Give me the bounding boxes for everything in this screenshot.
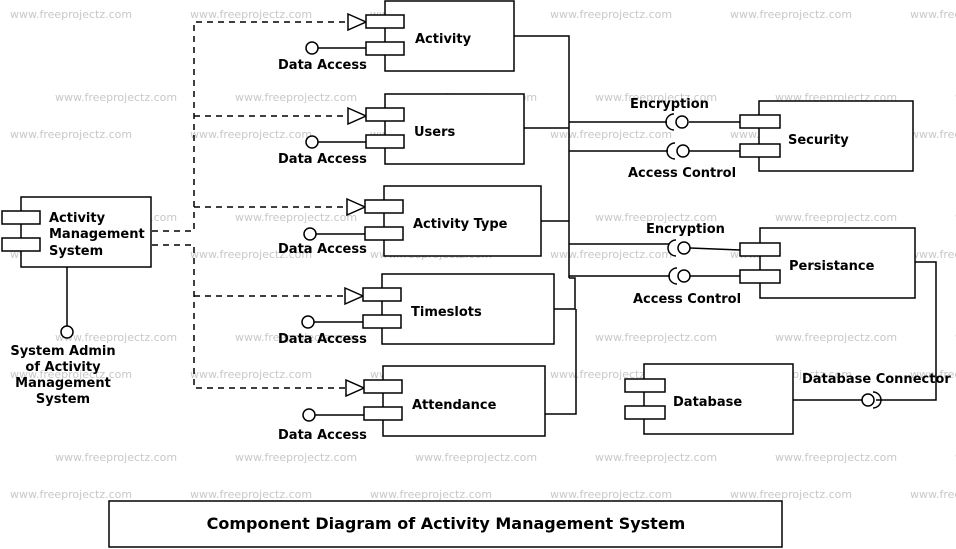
actor-label-3: Management — [15, 376, 111, 391]
watermark-text: www.freeprojectz.com — [730, 8, 852, 21]
watermark-text: www.freeprojectz.com — [730, 488, 852, 501]
watermark-text: www.freeprojectz.com — [235, 91, 357, 104]
watermark-text: www.freeprojectz.com — [910, 128, 956, 141]
database-label: Database — [673, 395, 742, 410]
activity-label: Activity — [415, 32, 472, 47]
interface-labels: Data Access Data Access Data Access Data… — [10, 58, 951, 443]
watermark-text: www.freeprojectz.com — [595, 211, 717, 224]
component-activity-management-system: Activity Management System — [1, 196, 152, 268]
watermark-text: www.freeprojectz.com — [190, 8, 312, 21]
component-timeslots: Timeslots — [362, 273, 555, 345]
watermark-text: www.freeprojectz.com — [550, 8, 672, 21]
watermark-text: www.freeprojectz.com — [775, 451, 897, 464]
component-attendance: Attendance — [363, 365, 546, 437]
watermark-text: www.freeprojectz.com — [415, 451, 537, 464]
attendance-label: Attendance — [412, 398, 497, 413]
watermark-text: www.freeprojectz.com — [190, 368, 312, 381]
access-control-label-security: Access Control — [628, 166, 736, 181]
watermark-text: www.freeprojectz.com — [370, 488, 492, 501]
watermark-text: www.freeprojectz.com — [910, 368, 956, 381]
data-access-label-activity: Data Access — [278, 58, 367, 73]
watermark-text: www.freeprojectz.com — [10, 128, 132, 141]
component-activity-type: Activity Type — [364, 185, 542, 257]
watermark-text: www.freeprojectz.com — [190, 128, 312, 141]
diagram-title: Component Diagram of Activity Management… — [108, 500, 783, 548]
actor-label-4: System — [36, 392, 90, 407]
timeslots-label: Timeslots — [411, 305, 482, 320]
actor-label-1: System Admin — [10, 344, 115, 359]
actor-label-2: of Activity — [25, 360, 101, 375]
database-connector-label: Database Connector — [802, 372, 951, 387]
watermark-text: www.freeprojectz.com — [550, 368, 672, 381]
security-label: Security — [788, 133, 849, 148]
watermark-text: www.freeprojectz.com — [595, 451, 717, 464]
encryption-label-security: Encryption — [630, 97, 709, 112]
watermark-text: www.freeprojectz.com — [910, 488, 956, 501]
watermark-text: www.freeprojectz.com — [55, 451, 177, 464]
component-security: Security — [739, 100, 914, 172]
data-access-label-activity-type: Data Access — [278, 242, 367, 257]
component-users: Users — [365, 93, 525, 165]
component-persistance: Persistance — [739, 227, 916, 299]
watermark-text: www.freeprojectz.com — [190, 488, 312, 501]
access-control-label-persistance: Access Control — [633, 292, 741, 307]
watermark-text: www.freeprojectz.com — [775, 211, 897, 224]
ams-label-1: Activity — [49, 211, 106, 226]
component-database: Database — [624, 363, 794, 435]
data-access-label-users: Data Access — [278, 152, 367, 167]
component-activity: Activity — [365, 0, 515, 72]
watermark-text: www.freeprojectz.com — [775, 331, 897, 344]
connectors — [60, 12, 937, 422]
users-label: Users — [414, 125, 456, 140]
watermark-text: www.freeprojectz.com — [235, 331, 357, 344]
watermark-text: www.freeprojectz.com — [235, 211, 357, 224]
diagram-title-text: Component Diagram of Activity Management… — [207, 514, 686, 533]
watermark-text: www.freeprojectz.com — [550, 248, 672, 261]
ams-label-2: Management — [49, 227, 145, 242]
watermark-text: www.freeprojectz.com — [910, 248, 956, 261]
watermark-text: www.freeprojectz.com — [550, 488, 672, 501]
ams-label-3: System — [49, 244, 103, 259]
data-access-label-attendance: Data Access — [278, 428, 367, 443]
watermark-text: www.freeprojectz.com — [55, 91, 177, 104]
watermark-text: www.freeprojectz.com — [190, 248, 312, 261]
encryption-label-persistance: Encryption — [646, 222, 725, 237]
persistance-label: Persistance — [789, 259, 875, 274]
watermark-text: www.freeprojectz.com — [10, 8, 132, 21]
watermark-text: www.freeprojectz.com — [10, 368, 132, 381]
watermark-text: www.freeprojectz.com — [55, 331, 177, 344]
watermark-text: www.freeprojectz.com — [10, 488, 132, 501]
watermark-text: www.freeprojectz.com — [550, 128, 672, 141]
watermark-text: www.freeprojectz.com — [235, 451, 357, 464]
watermark-text: www.freeprojectz.com — [595, 91, 717, 104]
activity-type-label: Activity Type — [413, 217, 508, 232]
watermark-text: www.freeprojectz.com — [595, 331, 717, 344]
data-access-label-timeslots: Data Access — [278, 332, 367, 347]
watermark-text: www.freeprojectz.com — [910, 8, 956, 21]
